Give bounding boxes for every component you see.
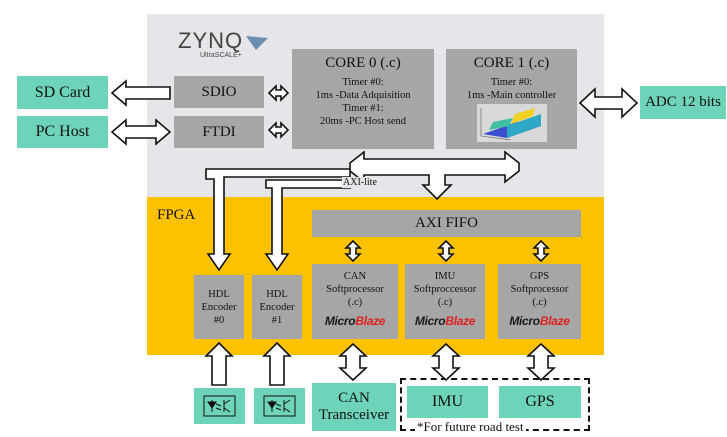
adc-label: ADC 12 bits: [645, 94, 721, 110]
microblaze-part2: Blaze: [445, 314, 476, 328]
future-test-note: *For future road test: [415, 419, 526, 435]
sd-sdio-arrow-icon: [110, 79, 171, 107]
core1-line: 1ms -Main controller: [466, 90, 557, 101]
sdio-block: SDIO: [174, 76, 264, 108]
encoder-line: #1: [271, 314, 283, 326]
imu-softprocessor-block: IMU Softproccessor (.c) MicroBlaze: [405, 264, 485, 339]
encoder-line: #0: [213, 314, 225, 326]
sdio-label: SDIO: [201, 83, 237, 100]
core0-line: Timer #0:: [342, 77, 384, 88]
fifo-can-arrow-icon: [344, 239, 362, 263]
hdl-encoder-block: HDL Encoder #0: [194, 275, 244, 339]
microblaze-part1: Micro: [414, 314, 446, 328]
imu-label: IMU: [431, 393, 464, 410]
core0-line: 1ms -Data Adquisition: [315, 90, 411, 101]
adc-block: ADC 12 bits: [640, 86, 726, 119]
gps-label: GPS: [525, 393, 555, 410]
core0-line: 20ms -PC Host send: [319, 116, 407, 127]
softprocessor-line: (.c): [437, 297, 453, 308]
logo-swoosh-icon: [246, 36, 268, 50]
microblaze-part1: Micro: [509, 314, 540, 328]
gps-block: GPS: [499, 386, 581, 418]
fifo-imu-arrow-icon: [437, 239, 455, 263]
bus-encoder1-arrow-icon: [264, 179, 351, 272]
optocoupler-icon: [194, 388, 245, 424]
softprocessor-line: GPS: [529, 271, 550, 282]
sd-card-label: SD Card: [34, 83, 91, 101]
sdio-core0-arrow-icon: [267, 84, 290, 102]
core0-title: CORE 0 (.c): [325, 55, 401, 71]
can-transceiver-block: CAN Transceiver: [312, 383, 396, 431]
softprocessor-line: Softproccessor: [413, 284, 477, 295]
optocoupler-icon: [254, 388, 305, 424]
microblaze-part2: Blaze: [355, 314, 386, 328]
softprocessor-line: CAN: [343, 271, 367, 282]
softprocessor-line: Softprocessor: [510, 284, 569, 295]
pc-host-label: PC Host: [35, 123, 90, 140]
core1-block: CORE 1 (.c) Timer #0: 1ms -Main controll…: [446, 49, 577, 149]
bus-encoder0-arrow-icon: [205, 168, 351, 272]
ftdi-block: FTDI: [174, 116, 264, 148]
axi-fifo-block: AXI FIFO: [312, 210, 581, 237]
microblaze-logo: MicroBlaze: [414, 314, 476, 328]
fifo-gps-arrow-icon: [532, 239, 550, 263]
softprocessor-line: Softprocessor: [326, 284, 384, 295]
microblaze-logo: MicroBlaze: [509, 314, 570, 328]
axi-lite-label: AXI-lite: [342, 177, 378, 188]
encoder-line: Encoder: [259, 301, 295, 313]
imu-arrow-icon: [430, 342, 462, 382]
ftdi-core0-arrow-icon: [267, 121, 290, 139]
axi-fifo-label: AXI FIFO: [415, 215, 478, 231]
sd-card-block: SD Card: [17, 76, 108, 109]
imu-block: IMU: [407, 386, 488, 418]
core1-title: CORE 1 (.c): [473, 55, 550, 71]
gps-arrow-icon: [525, 342, 557, 382]
fpga-label: FPGA: [157, 207, 196, 223]
encoder-line: Encoder: [201, 301, 237, 313]
surface-plot-icon: [476, 104, 547, 142]
can-softprocessor-block: CAN Softprocessor (.c) MicroBlaze: [312, 264, 398, 339]
ftdi-label: FTDI: [202, 123, 236, 140]
pc-ftdi-arrow-icon: [110, 118, 172, 146]
can-transceiver-line: CAN: [338, 390, 370, 406]
logo-sub-text: UltraSCALE+: [200, 52, 242, 59]
softprocessor-line: IMU: [434, 271, 456, 282]
zynq-logo: ZYNQ UltraSCALE+: [178, 28, 268, 68]
softprocessor-line: (.c): [347, 297, 363, 308]
microblaze-part1: Micro: [324, 314, 356, 328]
microblaze-part2: Blaze: [539, 314, 570, 328]
core0-line: Timer #1:: [342, 103, 384, 114]
opto0-encoder0-arrow-icon: [204, 341, 234, 386]
hdl-encoder-block: HDL Encoder #1: [252, 275, 302, 339]
encoder-line: HDL: [208, 288, 230, 300]
core1-line: Timer #0:: [490, 77, 533, 88]
encoder-line: HDL: [266, 288, 288, 300]
core1-adc-arrow-icon: [578, 87, 639, 119]
microblaze-logo: MicroBlaze: [324, 314, 386, 328]
gps-softprocessor-block: GPS Softprocessor (.c) MicroBlaze: [498, 264, 581, 339]
pc-host-block: PC Host: [17, 116, 108, 148]
opto1-encoder1-arrow-icon: [262, 341, 292, 386]
can-transceiver-arrow-icon: [337, 342, 369, 382]
can-transceiver-line: Transceiver: [318, 407, 390, 423]
softprocessor-line: (.c): [532, 297, 547, 308]
logo-main-text: ZYNQ: [178, 28, 244, 53]
axi-lite-bus-arrow-icon: [349, 150, 520, 201]
core0-block: CORE 0 (.c) Timer #0: 1ms -Data Adquisit…: [292, 49, 434, 149]
